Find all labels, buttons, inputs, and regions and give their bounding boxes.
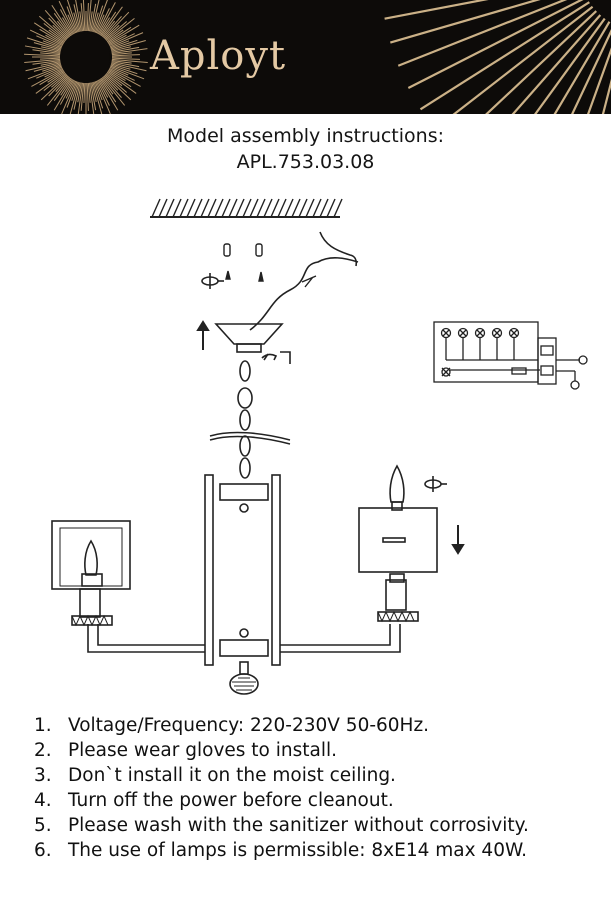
candle-bulb-icon [84,539,98,576]
list-item: 3.Don`t install it on the moist ceiling. [34,765,396,786]
brand-name: Aployt [150,33,287,79]
list-item: 6.The use of lamps is permissible: 8xE14… [34,840,528,861]
model-number: APL.753.03.08 [236,151,375,173]
lamp-shade-icon [51,520,131,627]
page-title: Model assembly instructions: [166,125,444,147]
list-item: 4.Turn off the power before cleanout. [34,790,394,811]
up-arrow-icon [196,320,210,350]
instruction-list: 1.Voltage/Frequency: 220-230V 50-60Hz. 2… [0,713,611,863]
chandelier-frame [204,474,281,695]
lamp-shade-icon [358,507,438,623]
ceiling-canopy [214,323,291,364]
list-item: 2.Please wear gloves to install. [34,740,338,761]
list-item: 5.Please wash with the sanitizer without… [34,815,529,836]
sunburst-logo-icon [24,0,611,114]
suspension-chain [209,360,291,479]
list-item: 1.Voltage/Frequency: 220-230V 50-60Hz. [34,715,430,736]
down-arrow-icon [451,525,465,555]
rotate-arrow-icon [201,273,447,492]
brand-header: Aployt [0,0,611,114]
screw-icon [223,243,264,282]
wiring-terminal-icon [433,321,588,390]
assembly-diagram [51,198,588,695]
candle-bulb-icon [389,464,405,511]
ceiling-hatch-icon [150,198,343,218]
